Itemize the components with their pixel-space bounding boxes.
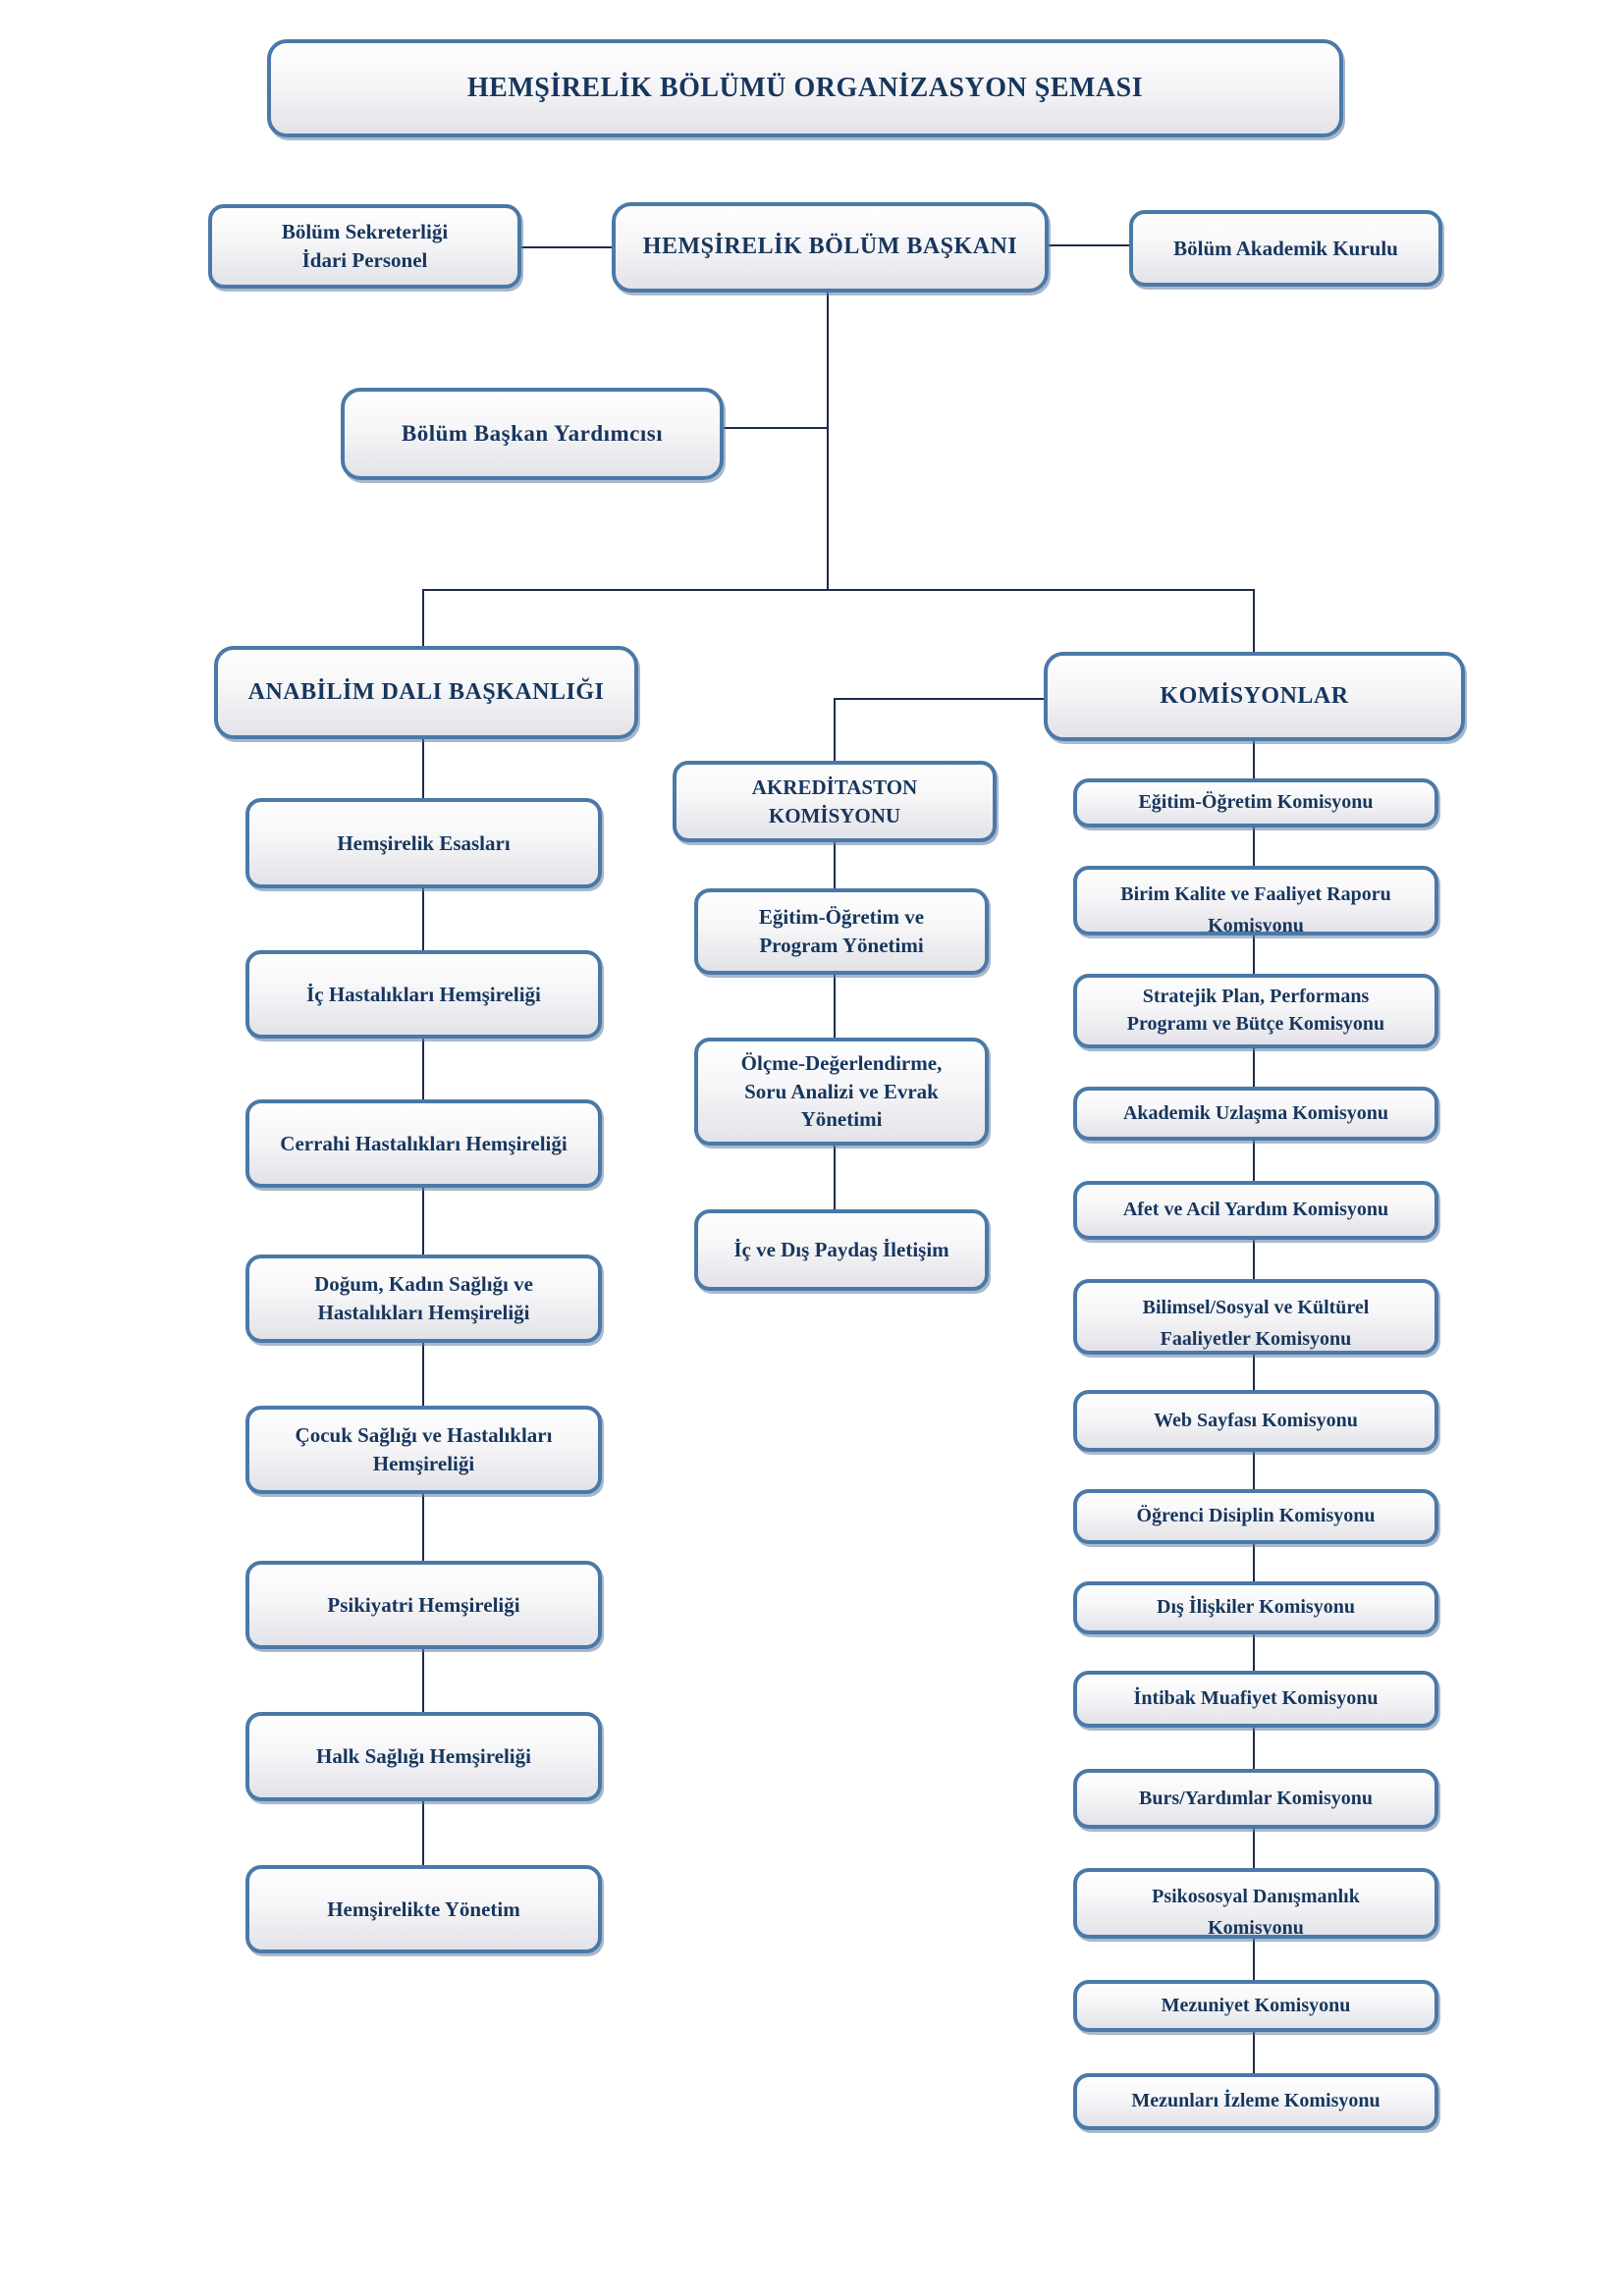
org-box-afet: Afet ve Acil Yardım Komisyonu [1073, 1181, 1438, 1240]
connector-line [724, 427, 828, 429]
connector-line [1253, 1048, 1255, 1087]
connector-line [423, 589, 1254, 591]
connector-line [422, 739, 424, 798]
org-box-baskan: HEMŞİRELİK BÖLÜM BAŞKANI [612, 202, 1049, 293]
org-box-yardimci: Bölüm Başkan Yardımcısı [341, 388, 724, 480]
connector-line [422, 1343, 424, 1406]
connector-line [1253, 1452, 1255, 1489]
org-box-cocuk: Çocuk Sağlığı ve Hastalıkları Hemşireliğ… [245, 1406, 602, 1494]
org-box-stratejik: Stratejik Plan, Performans Programı ve B… [1073, 974, 1438, 1048]
connector-line [422, 1801, 424, 1865]
org-box-dogum: Doğum, Kadın Sağlığı ve Hastalıkları Hem… [245, 1255, 602, 1343]
org-box-mezunlar-izleme: Mezunları İzleme Komisyonu [1073, 2073, 1438, 2130]
org-box-burs: Burs/Yardımlar Komisyonu [1073, 1769, 1438, 1829]
org-box-anabilim: ANABİLİM DALI BAŞKANLIĞI [214, 646, 638, 739]
org-box-bilimsel: Bilimsel/Sosyal ve Kültürel Faaliyetler … [1073, 1279, 1438, 1355]
org-box-title: HEMŞİRELİK BÖLÜMÜ ORGANİZASYON ŞEMASI [267, 39, 1343, 137]
connector-line [1253, 1141, 1255, 1181]
connector-line [1253, 589, 1255, 652]
connector-line [422, 1039, 424, 1099]
connector-line [1253, 828, 1255, 866]
connector-line [834, 1146, 836, 1209]
connector-line [521, 246, 612, 248]
connector-line [1253, 741, 1255, 778]
org-box-halk: Halk Sağlığı Hemşireliği [245, 1712, 602, 1801]
connector-line [1253, 1939, 1255, 1980]
org-box-birim-kalite: Birim Kalite ve Faaliyet Raporu Komisyon… [1073, 866, 1438, 935]
org-box-hem-yonetim: Hemşirelikte Yönetim [245, 1865, 602, 1953]
connector-line [422, 1494, 424, 1561]
org-box-akademik-kurul: Bölüm Akademik Kurulu [1129, 210, 1442, 287]
connector-line [422, 1649, 424, 1712]
org-box-psikiyatri: Psikiyatri Hemşireliği [245, 1561, 602, 1649]
org-box-ogrenci-disiplin: Öğrenci Disiplin Komisyonu [1073, 1489, 1438, 1544]
org-box-web-sayfasi: Web Sayfası Komisyonu [1073, 1390, 1438, 1452]
org-box-egitim-ogretim-kom: Eğitim-Öğretim Komisyonu [1073, 778, 1438, 828]
org-box-hem-esaslari: Hemşirelik Esasları [245, 798, 602, 888]
connector-line [834, 842, 836, 888]
connector-line [1253, 1829, 1255, 1868]
connector-line [1253, 1634, 1255, 1671]
connector-line [1253, 2032, 1255, 2073]
connector-line [422, 1188, 424, 1255]
org-box-ic-hastaliklari: İç Hastalıkları Hemşireliği [245, 950, 602, 1039]
org-box-komisyonlar: KOMİSYONLAR [1044, 652, 1465, 741]
org-box-mezuniyet: Mezuniyet Komisyonu [1073, 1980, 1438, 2032]
org-box-psikososyal: Psikososyal Danışmanlık Komisyonu [1073, 1868, 1438, 1939]
org-box-dis-iliskiler: Dış İlişkiler Komisyonu [1073, 1581, 1438, 1634]
org-box-sekreterlik: Bölüm Sekreterliği İdari Personel [208, 204, 521, 289]
connector-line [1253, 1355, 1255, 1390]
connector-line [827, 293, 829, 589]
connector-line [1253, 1544, 1255, 1581]
org-box-paydas: İç ve Dış Paydaş İletişim [694, 1209, 989, 1291]
connector-line [834, 975, 836, 1038]
connector-line [1253, 1728, 1255, 1769]
connector-line [422, 888, 424, 950]
connector-line [835, 698, 1044, 700]
org-box-intibak: İntibak Muafiyet Komisyonu [1073, 1671, 1438, 1728]
connector-line [1253, 935, 1255, 974]
connector-line [1253, 1240, 1255, 1279]
org-box-akademik-uzlasma: Akademik Uzlaşma Komisyonu [1073, 1087, 1438, 1141]
org-box-akreditasyon: AKREDİTASTON KOMİSYONU [673, 761, 997, 842]
connector-line [834, 698, 836, 761]
org-box-cerrahi: Cerrahi Hastalıkları Hemşireliği [245, 1099, 602, 1188]
org-box-egitim-program: Eğitim-Öğretim ve Program Yönetimi [694, 888, 989, 975]
connector-line [1049, 244, 1129, 246]
org-box-olcme: Ölçme-Değerlendirme, Soru Analizi ve Evr… [694, 1038, 989, 1146]
connector-line [422, 589, 424, 646]
